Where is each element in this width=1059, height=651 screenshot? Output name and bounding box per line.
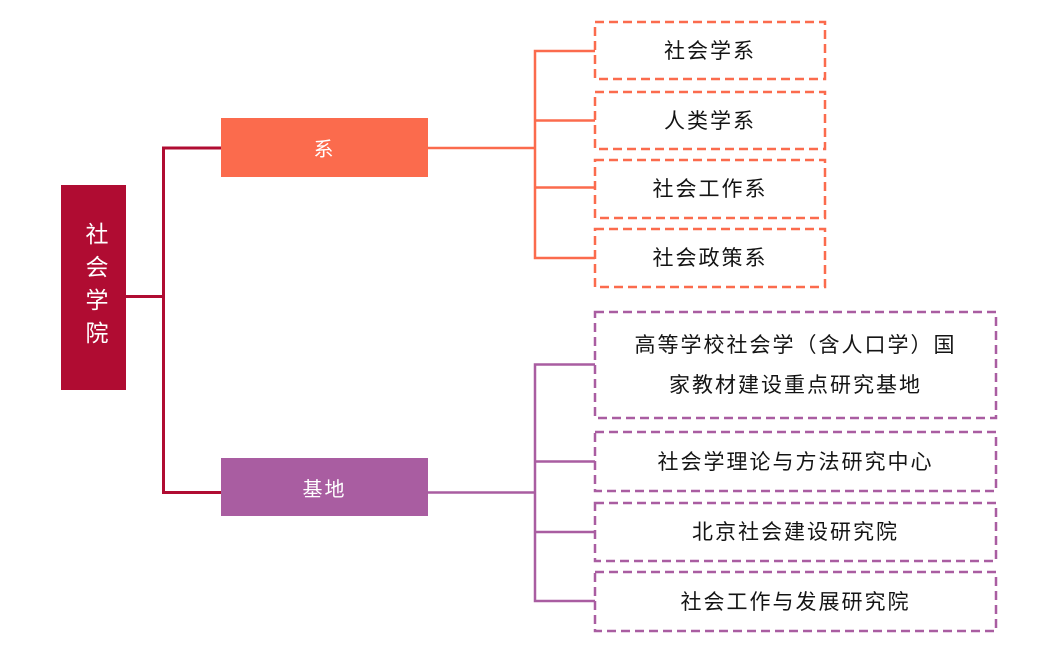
department-label: 社会政策系 (652, 246, 768, 270)
department-box-border (593, 90, 827, 151)
departments-branch-label: 系 (313, 137, 336, 161)
department-label: 社会学系 (664, 38, 756, 63)
department-node: 社会工作系 (595, 160, 825, 218)
department-node: 社会学系 (595, 22, 825, 79)
base-label: 社会工作与发展研究院 (680, 589, 911, 614)
department-node: 社会政策系 (595, 229, 825, 287)
trunk-connector (126, 146, 221, 494)
college-root-node: 社会学院 (61, 185, 126, 390)
base-node: 社会工作与发展研究院 (595, 572, 996, 631)
base-box-border (593, 430, 998, 493)
base-label: 北京社会建设研究院 (692, 520, 899, 544)
bases-branch-node: 基地 (221, 458, 428, 516)
bases-connector (428, 363, 595, 603)
base-box-border (593, 570, 998, 633)
college-root-label: 社会学院 (81, 221, 107, 354)
base-label: 社会学理论与方法研究中心 (657, 449, 934, 474)
bases-branch-label: 基地 (302, 476, 347, 501)
base-node: 高等学校社会学（含人口学）国家教材建设重点研究基地 (595, 312, 996, 418)
department-node: 人类学系 (595, 92, 825, 149)
department-box-border (593, 158, 827, 220)
departments-branch-node: 系 (221, 118, 428, 177)
base-node: 北京社会建设研究院 (595, 503, 996, 561)
department-label: 人类学系 (664, 108, 756, 133)
department-box-border (593, 20, 827, 81)
base-box-border (593, 501, 998, 563)
department-label: 社会工作系 (652, 177, 768, 201)
base-label: 高等学校社会学（含人口学）国家教材建设重点研究基地 (634, 333, 957, 397)
base-node: 社会学理论与方法研究中心 (595, 432, 996, 491)
department-box-border (593, 227, 827, 289)
departments-connector (428, 49, 595, 260)
base-box-border (593, 310, 998, 420)
